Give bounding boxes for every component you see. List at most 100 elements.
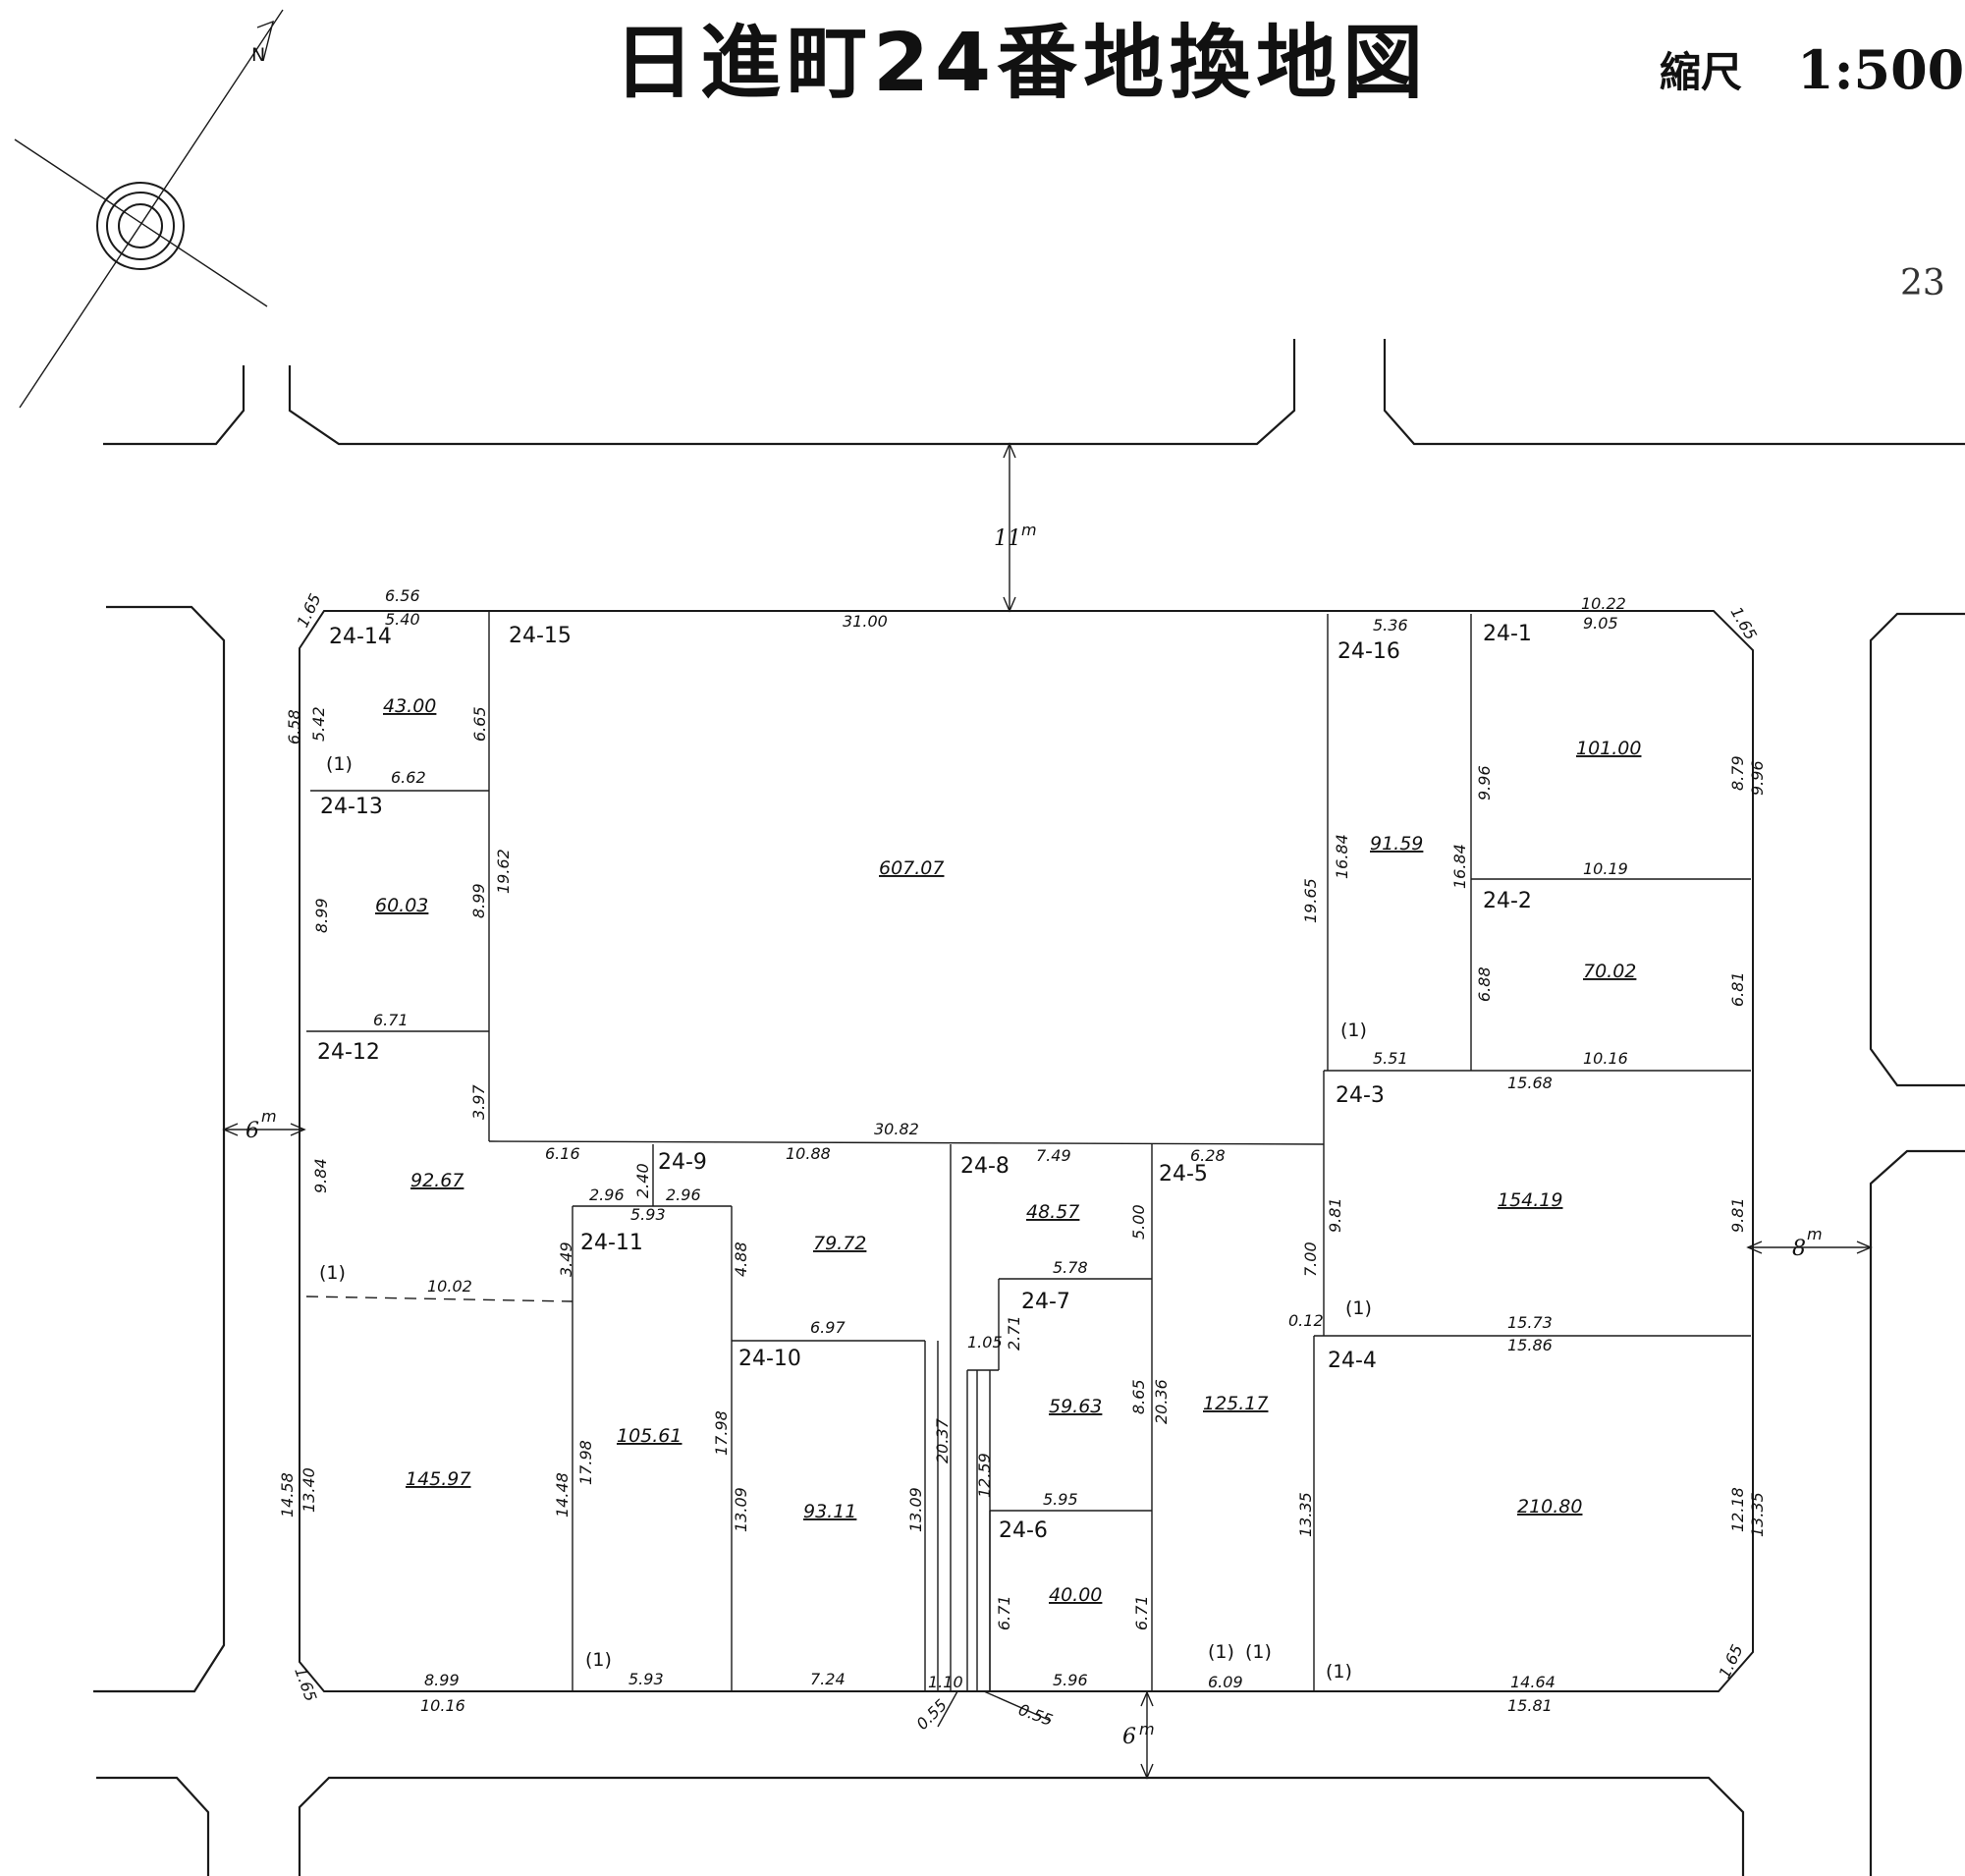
dim-label: 5.36 (1373, 616, 1408, 635)
dim-label: 5.00 (1129, 1204, 1148, 1240)
dim-label: 7.24 (810, 1670, 846, 1688)
lot-area: 59.63 (1049, 1396, 1102, 1417)
dim-label: 19.65 (1301, 878, 1320, 923)
dim-label: 13.35 (1296, 1492, 1315, 1537)
dim-label: 14.64 (1510, 1673, 1556, 1691)
dim-label: 3.97 (469, 1084, 488, 1120)
lot-id: 24-10 (738, 1347, 801, 1371)
dim-label: 15.86 (1507, 1336, 1553, 1354)
lot-area: 70.02 (1583, 961, 1636, 982)
lot-area: 43.00 (383, 695, 436, 717)
dim-label: 15.68 (1507, 1074, 1553, 1092)
page-number: 23 (1900, 263, 1945, 303)
block-boundary (299, 610, 1754, 1692)
dim-label: 10.02 (427, 1277, 472, 1296)
dim-label: 6.71 (995, 1595, 1013, 1630)
dim-label: 15.81 (1507, 1696, 1553, 1715)
dim-label: 16.84 (1450, 844, 1469, 889)
dim-label: 6.09 (1208, 1673, 1243, 1691)
mark-label: (1) (1345, 1297, 1372, 1319)
dim-label: 9.84 (311, 1158, 330, 1193)
dim-label: 6.56 (385, 586, 420, 605)
road-width-south-unit: m (1139, 1720, 1155, 1738)
dim-label: 6.81 (1728, 971, 1747, 1007)
dim-label: 10.19 (1583, 859, 1628, 878)
road-width-west-unit: m (261, 1107, 277, 1126)
lot-area: 40.00 (1049, 1584, 1102, 1606)
road-width-south: 6 m (1122, 1690, 1155, 1780)
dim-label: 1.65 (1727, 604, 1761, 643)
lot-area: 92.67 (410, 1170, 464, 1191)
dim-label: 1.05 (967, 1333, 1003, 1352)
dim-label: 13.09 (732, 1487, 750, 1532)
dim-label: 7.00 (1301, 1241, 1320, 1277)
lot-boundaries (305, 611, 1751, 1728)
lot-id: 24-7 (1021, 1290, 1070, 1314)
mark-label: (1) (1326, 1661, 1352, 1683)
dim-label: 6.71 (1132, 1595, 1151, 1630)
map-title: 日進町24番地換地図 (614, 17, 1429, 110)
dim-label: 10.88 (786, 1144, 831, 1163)
dim-label: 8.79 (1728, 755, 1747, 791)
lot-id: 24-4 (1328, 1349, 1377, 1373)
road-width-south-value: 6 (1122, 1725, 1136, 1749)
mark-label: (1) (585, 1649, 612, 1671)
dim-label: 1.10 (928, 1673, 963, 1691)
marks: (1) (1) (1) (1) (1) (1) (1) (1) (319, 753, 1372, 1683)
dim-label: 9.05 (1583, 614, 1618, 633)
scale-value: 1:500 (1797, 38, 1964, 101)
lot-id: 24-2 (1483, 889, 1532, 913)
lot-id: 24-1 (1483, 622, 1532, 646)
mark-label: (1) (1245, 1641, 1272, 1663)
lot-id: 24-11 (580, 1231, 643, 1255)
lot-area: 60.03 (375, 895, 428, 916)
lot-id: 24-13 (320, 795, 383, 819)
dim-label: 5.51 (1373, 1049, 1408, 1068)
dimension-labels: 6.56 5.40 1.65 31.00 5.36 10.22 9.05 1.6… (278, 586, 1767, 1734)
dim-label: 3.49 (557, 1241, 575, 1277)
dim-label: 14.48 (553, 1472, 572, 1517)
road-edges (93, 339, 1965, 1876)
dim-label: 5.40 (385, 610, 420, 629)
dim-label: 20.37 (933, 1417, 952, 1463)
lot-area: 125.17 (1203, 1393, 1268, 1414)
dim-label: 10.16 (420, 1696, 465, 1715)
lot-areas: 101.00 70.02 154.19 210.80 125.17 40.00 … (375, 695, 1641, 1606)
dim-label: 12.59 (975, 1453, 994, 1498)
dim-label: 15.73 (1507, 1313, 1553, 1332)
dim-label: 9.81 (1728, 1197, 1747, 1233)
dim-label: 13.09 (906, 1487, 925, 1532)
dim-label: 8.99 (469, 883, 488, 918)
north-label: N (251, 44, 265, 66)
dim-label: 6.97 (810, 1318, 846, 1337)
dim-label: 4.88 (732, 1241, 750, 1277)
lot-id: 24-5 (1159, 1162, 1208, 1186)
lot-id: 24-3 (1336, 1083, 1385, 1108)
dim-label: 6.16 (545, 1144, 580, 1163)
dim-label: 2.40 (633, 1163, 652, 1198)
lot-area: 607.07 (879, 857, 944, 879)
dim-label: 8.65 (1129, 1379, 1148, 1414)
lot-labels: 24-1 24-2 24-3 24-4 24-5 24-6 24-7 24-8 … (317, 622, 1532, 1543)
mark-label: (1) (1208, 1641, 1234, 1663)
lot-id: 24-9 (658, 1150, 707, 1175)
road-width-north-value: 11 (994, 526, 1021, 551)
dim-label: 19.62 (494, 849, 513, 894)
dim-label: 5.95 (1043, 1490, 1078, 1509)
dim-label: 6.71 (373, 1011, 409, 1029)
dim-label: 6.58 (285, 709, 303, 745)
lot-id: 24-12 (317, 1040, 380, 1065)
dim-label: 5.42 (309, 706, 328, 742)
road-width-east-unit: m (1807, 1225, 1823, 1243)
dim-label: 17.98 (712, 1410, 731, 1456)
dim-label: 10.16 (1583, 1049, 1628, 1068)
dim-label: 6.65 (470, 706, 489, 742)
lot-area: 93.11 (803, 1501, 856, 1522)
lot-area: 105.61 (617, 1425, 682, 1447)
dim-label: 14.58 (278, 1472, 297, 1517)
dim-label: 6.28 (1190, 1146, 1226, 1165)
lot-id: 24-8 (960, 1154, 1010, 1179)
lot-area: 79.72 (813, 1233, 866, 1254)
road-width-west-value: 6 (246, 1119, 259, 1143)
lot-id: 24-15 (509, 624, 572, 648)
